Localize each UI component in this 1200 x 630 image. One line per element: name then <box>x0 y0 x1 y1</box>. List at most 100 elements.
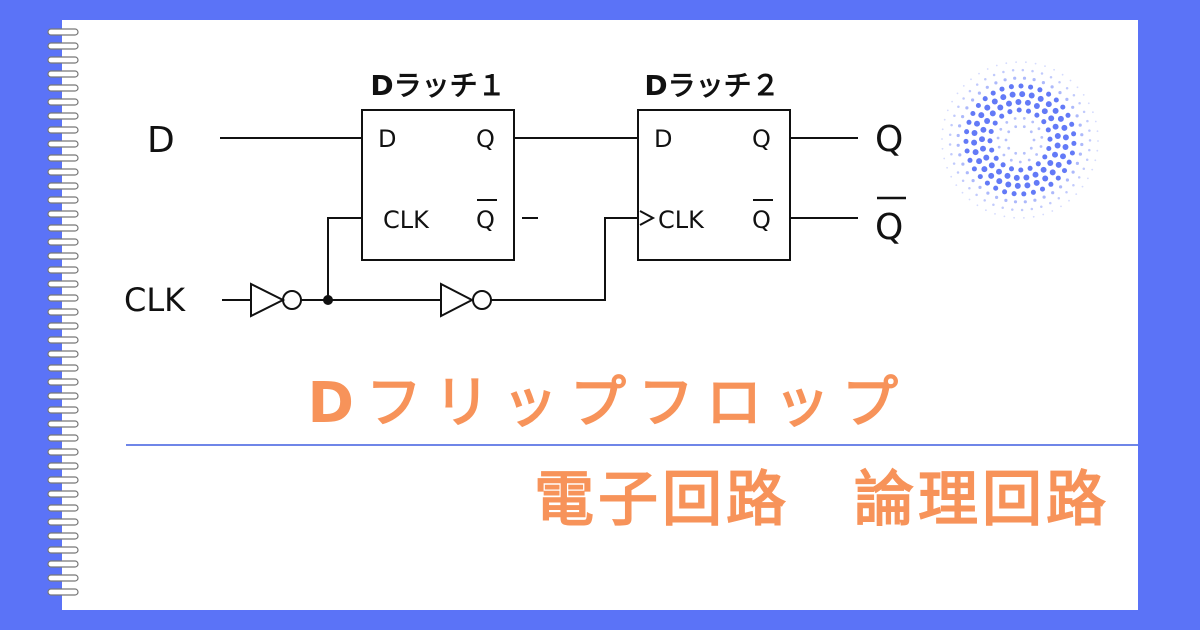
page-title: Dフリップフロップ <box>307 371 910 436</box>
latch1-title: Dラッチ１ <box>370 69 505 102</box>
halo-dot <box>1033 179 1040 186</box>
halo-dot <box>1075 114 1079 118</box>
halo-dot <box>1055 161 1062 168</box>
halo-dot <box>1005 181 1012 188</box>
halo-dot <box>1034 112 1040 118</box>
halo-dot <box>1013 216 1015 219</box>
halo-dot <box>966 119 972 125</box>
halo-dot <box>1035 153 1038 156</box>
latch2-box <box>637 109 791 261</box>
binding-ring <box>47 434 79 442</box>
halo-dot <box>1004 198 1008 202</box>
binding-ring <box>47 448 79 456</box>
halo-dot <box>1032 215 1035 218</box>
halo-dot <box>948 133 952 136</box>
halo-dot <box>1055 175 1061 181</box>
halo-dot <box>1082 94 1085 96</box>
halo-dot <box>1078 123 1082 127</box>
halo-dot <box>994 81 998 85</box>
halo-dot <box>988 128 994 135</box>
halo-dot <box>995 195 999 199</box>
halo-dot <box>1049 169 1056 176</box>
halo-dot <box>984 180 990 186</box>
input-clk-label: CLK <box>124 281 186 319</box>
halo-dot <box>971 166 977 172</box>
halo-dot <box>1052 107 1059 114</box>
halo-dot <box>1005 62 1008 65</box>
halo-dot <box>1034 62 1037 65</box>
halo-dot <box>1047 136 1053 142</box>
halo-dot <box>964 148 970 154</box>
halo-dot <box>958 153 962 157</box>
halo-dot <box>1004 138 1008 142</box>
halo-dot <box>1049 201 1052 205</box>
halo-dot <box>1008 84 1014 90</box>
halo-dot <box>1051 191 1055 195</box>
wire-latch2-clk <box>491 217 638 301</box>
halo-dot <box>1065 112 1071 118</box>
halo-dot <box>1032 78 1036 82</box>
wire-latch1-clk <box>327 217 362 300</box>
halo-dot <box>1082 110 1086 114</box>
halo-dot <box>968 89 972 93</box>
halo-dot <box>1050 85 1054 89</box>
latch2-clock-edge-marker <box>639 210 656 226</box>
latch2-pin-d: D <box>654 125 672 153</box>
halo-dot <box>1061 124 1068 131</box>
input-d-label: D <box>147 120 175 161</box>
halo-dot <box>1001 206 1004 210</box>
halo-dot <box>952 162 956 165</box>
halo-dot <box>1058 80 1061 84</box>
halo-dot <box>1007 109 1013 115</box>
halo-dot <box>1094 159 1097 162</box>
halo-dot <box>1058 91 1062 95</box>
latch2-title: Dラッチ２ <box>644 69 779 102</box>
halo-dot <box>1028 84 1034 90</box>
binding-ring <box>47 476 79 484</box>
output-q-label: Q <box>875 119 903 160</box>
halo-dot <box>958 124 962 128</box>
binding-ring <box>47 252 79 260</box>
halo-dot <box>1037 95 1044 102</box>
halo-dot <box>978 185 982 189</box>
halo-dot <box>951 100 953 103</box>
binding-ring <box>47 266 79 274</box>
halo-dot <box>1022 117 1026 120</box>
halo-dot <box>988 172 995 179</box>
halo-dot <box>994 213 996 215</box>
halo-dot <box>978 112 985 119</box>
binding-ring <box>47 560 79 568</box>
halo-dot <box>1071 105 1075 109</box>
halo-dot <box>1078 101 1081 105</box>
halo-dot <box>986 191 990 195</box>
halo-dot <box>953 114 956 117</box>
halo-dot <box>1044 65 1046 67</box>
halo-dot <box>1053 68 1055 71</box>
binding-ring <box>47 28 79 36</box>
halo-dot <box>1094 120 1097 123</box>
halo-dot <box>1087 177 1089 180</box>
halo-dot <box>1004 172 1011 179</box>
halo-dot <box>1075 193 1078 196</box>
halo-dot <box>1030 207 1034 211</box>
halo-dot <box>1065 86 1069 90</box>
binding-ring <box>47 322 79 330</box>
halo-dot <box>1024 99 1031 106</box>
binding-ring <box>47 84 79 92</box>
halo-dot <box>971 98 975 102</box>
binding-ring <box>47 168 79 176</box>
halo-dot <box>970 110 976 117</box>
halo-dot <box>996 136 1000 140</box>
halo-dot <box>1082 167 1086 171</box>
latch2-pin-q: Q <box>752 125 771 153</box>
halo-dot <box>1009 158 1013 162</box>
halo-dot <box>971 139 978 146</box>
halo-dot <box>1041 81 1045 85</box>
halo-dot <box>1086 119 1089 123</box>
halo-dot <box>968 198 971 201</box>
halo-dot <box>1035 161 1041 167</box>
halo-dot <box>1014 151 1018 155</box>
halo-dot <box>1042 175 1049 182</box>
halo-dot <box>988 162 995 169</box>
halo-dot <box>963 138 969 144</box>
